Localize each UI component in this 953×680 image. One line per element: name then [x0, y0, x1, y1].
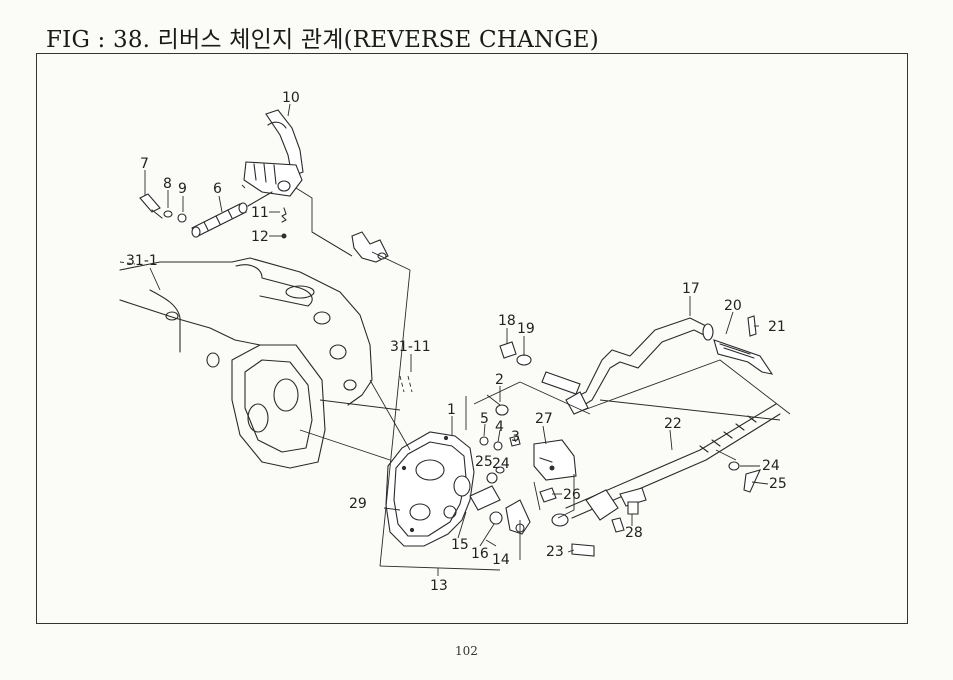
callout-15: 15 [451, 537, 469, 553]
callout-2: 2 [495, 372, 504, 388]
callout-10: 10 [282, 90, 300, 106]
callout-6: 6 [213, 181, 222, 197]
transmission-housing [119, 257, 373, 469]
callout-7: 7 [140, 156, 149, 172]
callout-13: 13 [430, 578, 448, 594]
callout-leaders [144, 103, 769, 576]
callout-9: 9 [178, 181, 187, 197]
callout-4: 4 [495, 419, 504, 435]
callout-16: 16 [471, 546, 489, 562]
callout-21: 21 [768, 319, 786, 335]
callout-27: 27 [535, 411, 553, 427]
callout-labels: 10 7 8 9 6 11 12 31-1 17 20 21 18 19 31-… [126, 90, 787, 594]
callout-26: 26 [563, 487, 581, 503]
callout-18: 18 [498, 313, 516, 329]
bracket [533, 439, 577, 503]
diagram-frame [36, 53, 908, 624]
figure-title: FIG : 38. 리버스 체인지 관계(REVERSE CHANGE) [46, 27, 599, 53]
alignment-lines [299, 231, 791, 571]
callout-22: 22 [664, 416, 682, 432]
callout-1: 1 [447, 402, 456, 418]
callout-28: 28 [625, 525, 643, 541]
callout-23: 23 [546, 544, 564, 560]
callout-8: 8 [163, 176, 172, 192]
callout-11: 11 [251, 205, 269, 221]
callout-12: 12 [251, 229, 269, 245]
callout-31-1: 31-1 [126, 253, 158, 269]
page-number: 102 [455, 644, 478, 658]
callout-25-lower: 25 [769, 476, 787, 492]
callout-24-upper: 24 [492, 456, 510, 472]
cover-hardware [469, 394, 531, 547]
callout-5: 5 [480, 411, 489, 427]
control-cable [551, 403, 781, 557]
callout-29: 29 [349, 496, 367, 512]
shift-rod [499, 315, 774, 415]
callout-17: 17 [682, 281, 700, 297]
link-pin [351, 231, 411, 271]
callout-24-lower: 24 [762, 458, 780, 474]
callout-25-upper: 25 [475, 454, 493, 470]
callout-20: 20 [724, 298, 742, 314]
callout-31-11: 31-11 [390, 339, 431, 355]
callout-3: 3 [511, 429, 520, 445]
shift-lever-assembly [139, 109, 353, 257]
callout-14: 14 [492, 552, 510, 568]
callout-19: 19 [517, 321, 535, 337]
reverse-cover [385, 431, 475, 547]
